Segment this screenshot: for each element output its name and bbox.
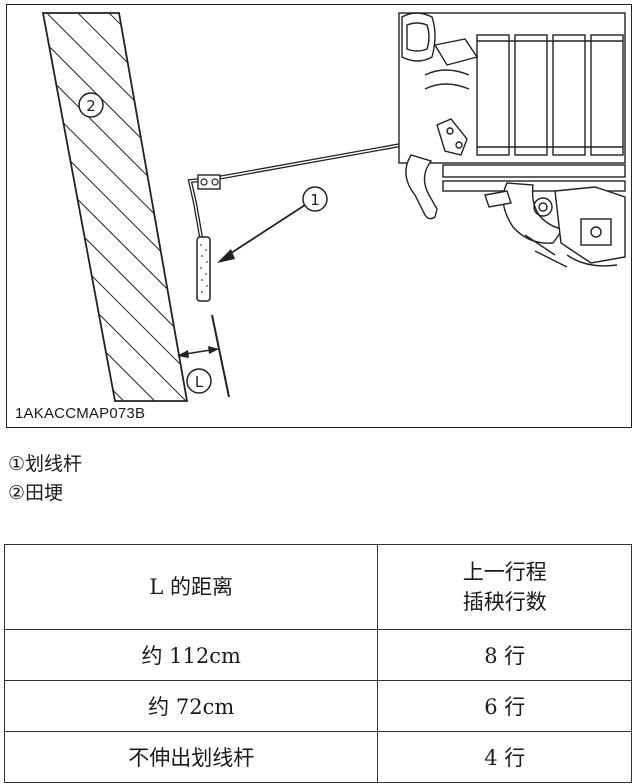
ridge-hatch [41, 12, 189, 402]
legend-item-rod: ①划线杆 [8, 450, 82, 479]
figure-code: 1AKACCMAP073B [15, 405, 146, 422]
cell-distance: 不伸出划线杆 [3, 731, 379, 783]
spec-table: L 的距离 上一行程 插秧行数 约 112cm 8 行 约 72cm 6 行 不… [3, 544, 632, 783]
legend-text: 划线杆 [25, 453, 83, 475]
header-rows-line2: 插秧行数 [462, 590, 547, 614]
marker-line [211, 314, 230, 398]
table-header-row: L 的距离 上一行程 插秧行数 [3, 544, 632, 630]
cell-rows: 6 行 [377, 680, 632, 732]
marker-rod-diagram: 1 2 L 1AKACCMAP073B [6, 4, 632, 428]
legend-text: 田埂 [25, 482, 64, 504]
cell-distance: 约 72cm [3, 680, 379, 732]
callout-rod-number: 1 [310, 191, 320, 209]
marker-rod [187, 135, 446, 302]
cell-distance: 约 112cm [3, 629, 379, 681]
callout-ridge-number: 2 [86, 97, 96, 115]
header-rows-line1: 上一行程 [462, 560, 547, 584]
table-row: 不伸出划线杆 4 行 [3, 731, 632, 783]
legend-item-ridge: ②田埂 [8, 479, 82, 508]
table-row: 约 72cm 6 行 [3, 680, 632, 732]
legend-number: ① [8, 453, 26, 475]
cell-rows: 8 行 [377, 629, 632, 681]
diagram-illustration: 1 2 L [41, 12, 626, 402]
table-row: 约 112cm 8 行 [3, 629, 632, 681]
dimension-arrow [177, 346, 219, 394]
transplanter-machine [398, 12, 626, 268]
legend: ①划线杆 ②田埂 [8, 450, 82, 508]
cell-rows: 4 行 [377, 731, 632, 783]
header-distance: L 的距离 [3, 544, 379, 630]
header-rows: 上一行程 插秧行数 [377, 544, 632, 630]
legend-number: ② [8, 482, 26, 504]
dimension-label: L [195, 373, 204, 391]
rod-leader [217, 186, 328, 263]
